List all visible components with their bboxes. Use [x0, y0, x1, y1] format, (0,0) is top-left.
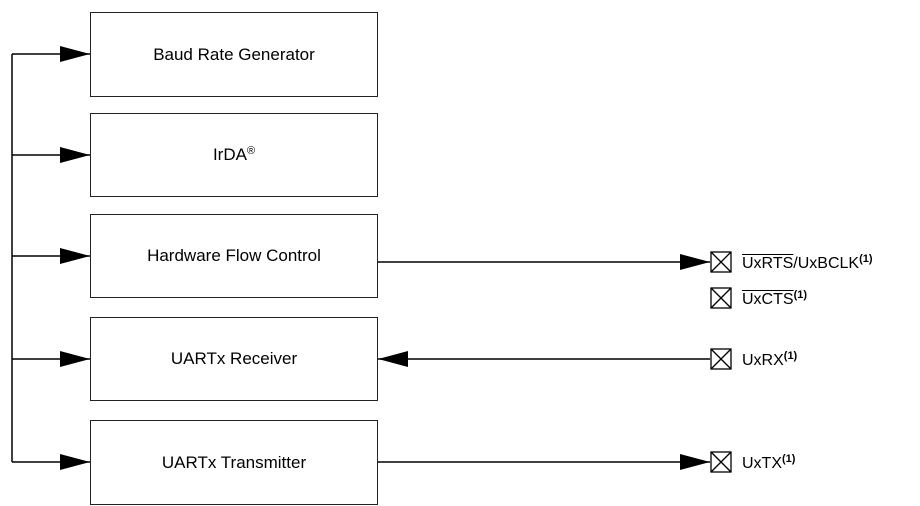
hardware-flow-control-label: Hardware Flow Control [147, 246, 321, 265]
pin-tx-icon [710, 451, 732, 473]
uartx-transmitter-block: UARTx Transmitter [90, 420, 378, 505]
pin-tx-label: UxTX(1) [742, 453, 796, 472]
uartx-transmitter-label: UARTx Transmitter [161, 452, 307, 472]
pin-rx-icon [710, 348, 732, 370]
pin-rts-label: UxRTS/UxBCLK(1) [742, 253, 873, 272]
arrowhead-tx [680, 454, 710, 470]
uartx-receiver-block: UARTx Receiver [90, 317, 378, 401]
registered-mark: ® [246, 145, 256, 157]
pin-cts-label: UxCTS(1) [742, 289, 808, 308]
arrowhead-receiver [60, 351, 90, 367]
arrowhead-flow [60, 248, 90, 264]
irda-label: IrDA® [212, 145, 256, 164]
pin-rx-label: UxRX(1) [742, 350, 798, 369]
irda-block: IrDA® [90, 113, 378, 197]
arrowhead-transmitter [60, 454, 90, 470]
baud-rate-generator-block: Baud Rate Generator [90, 12, 378, 97]
pin-rts-icon [710, 251, 732, 273]
uartx-receiver-label: UARTx Receiver [170, 349, 298, 368]
baud-rate-generator-label: Baud Rate Generator [153, 44, 315, 64]
arrowhead-irda [60, 147, 90, 163]
arrowhead-rx-into-receiver [378, 351, 408, 367]
arrowhead-rts [680, 254, 710, 270]
hardware-flow-control-block: Hardware Flow Control [90, 214, 378, 298]
arrowhead-baud [60, 46, 90, 62]
pin-cts-icon [710, 287, 732, 309]
